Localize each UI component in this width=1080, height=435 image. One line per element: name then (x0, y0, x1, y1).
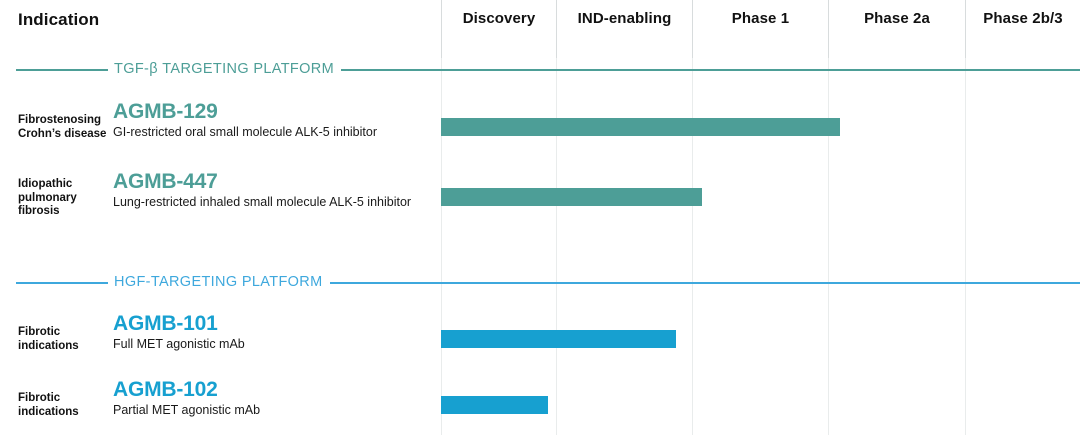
phase-column-header-phase-2b-3: Phase 2b/3 (965, 0, 1080, 58)
phase-column-header-discovery: Discovery (441, 0, 556, 58)
platform-label: TGF-β TARGETING PLATFORM (114, 58, 342, 80)
phase-column-header-phase-1: Phase 1 (692, 0, 828, 58)
progress-bar-agmb-447[interactable] (441, 188, 702, 206)
indication-line: indications (18, 339, 79, 352)
platform-rule-left (16, 69, 108, 71)
asset-name[interactable]: AGMB-101 (113, 312, 218, 335)
phase-column-label: Phase 1 (731, 10, 790, 27)
pipeline-header-row: Indication Discovery IND-enabling Phase 1 P… (0, 0, 1080, 58)
indication-line: Idiopathic (18, 178, 73, 190)
indication-line: fibrosis (18, 205, 60, 217)
phase-column-label: IND-enabling (577, 10, 672, 27)
platform-label: HGF-TARGETING PLATFORM (114, 271, 330, 293)
phase-column-label: Discovery (462, 10, 536, 27)
asset-name[interactable]: AGMB-102 (113, 378, 218, 401)
indication-line: pulmonary (18, 191, 77, 204)
indication-column-header: Indication (18, 10, 100, 29)
phase-column-header-phase-2a: Phase 2a (828, 0, 965, 58)
phase-column-label: Phase 2a (864, 10, 930, 27)
asset-description: Lung-restricted inhaled small molecule A… (113, 195, 412, 209)
indication-line: indications (18, 405, 79, 418)
indication-line: Crohn’s disease (18, 127, 107, 140)
progress-bar-agmb-101[interactable] (441, 330, 676, 348)
column-grid-line-phase-2b-3 (965, 0, 966, 435)
platform-rule-right (329, 69, 1080, 71)
progress-bar-agmb-102[interactable] (441, 396, 548, 414)
indication-line: Fibrotic (18, 326, 61, 338)
indication-line: Fibrostenosing (18, 114, 102, 126)
column-grid-line-phase-1 (692, 0, 693, 435)
progress-bar-agmb-129[interactable] (441, 118, 840, 136)
platform-divider-1: TGF-β TARGETING PLATFORM (0, 58, 1080, 80)
phase-column-label: Phase 2b/3 (983, 10, 1063, 27)
column-grid-line-ind-enabling (556, 0, 557, 435)
indication-line: Fibrotic (18, 392, 61, 404)
asset-description: Partial MET agonistic mAb (113, 403, 261, 417)
asset-description: GI-restricted oral small molecule ALK-5 … (113, 125, 377, 139)
column-grid-line-discovery (441, 0, 442, 435)
asset-name[interactable]: AGMB-129 (113, 100, 218, 123)
platform-divider-2: HGF-TARGETING PLATFORM (0, 271, 1080, 293)
column-grid-line-phase-2a (828, 0, 829, 435)
platform-rule-right (323, 282, 1080, 284)
platform-rule-left (16, 282, 108, 284)
asset-name[interactable]: AGMB-447 (113, 170, 218, 193)
asset-description: Full MET agonistic mAb (113, 337, 245, 351)
phase-column-header-ind-enabling: IND-enabling (556, 0, 692, 58)
